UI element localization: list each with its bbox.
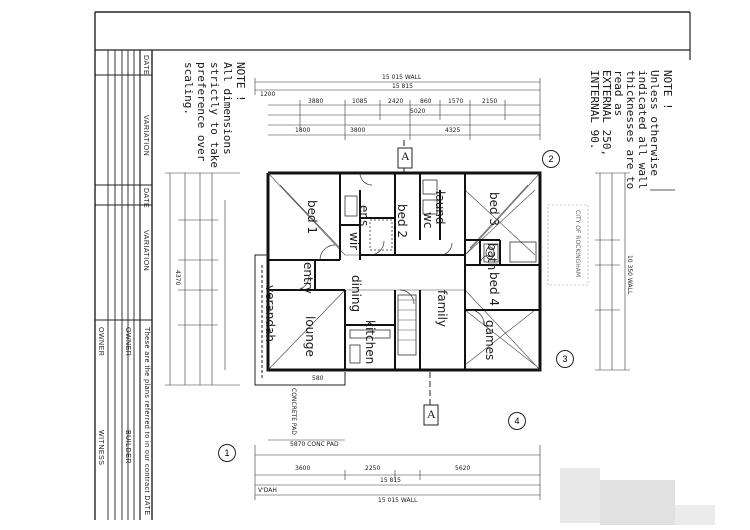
dim-top-row-3: 860 — [420, 98, 432, 105]
left-note-line-3: preference over — [195, 62, 208, 162]
room-label-games: games — [483, 320, 497, 361]
sheet-border — [94, 11, 691, 520]
dim-top-row-2: 2420 — [388, 98, 404, 105]
dim-top-row-0: 3880 — [308, 98, 324, 105]
dimension-lines-left — [165, 172, 240, 386]
dimension-lines-right — [595, 172, 630, 371]
dim-top-row2-2: 4325 — [445, 127, 461, 134]
internal-walls — [268, 173, 540, 370]
section-marker-top: A — [401, 149, 410, 163]
section-cut-lines — [397, 140, 439, 426]
room-label-lounge: lounge — [303, 316, 317, 357]
room-label-kitchen: kitchen — [363, 320, 377, 365]
dim-top-row-1: 1085 — [352, 98, 368, 105]
title-block-witness: WITNESS — [97, 430, 104, 466]
dim-right-overall: 10 350 WALL — [626, 255, 633, 295]
room-label-verandah: verandah — [263, 285, 277, 342]
dimension-lines-top — [254, 78, 541, 140]
dim-top-overall: 15 015 WALL — [382, 74, 422, 81]
dim-bottom-inner: 15 815 — [380, 477, 401, 484]
room-label-bed4: bed 4 — [487, 272, 501, 307]
dim-top-left: 1200 — [260, 91, 276, 98]
room-label-bed2: bed 2 — [395, 204, 409, 239]
right-note-line-3: thicknesses are to — [624, 70, 637, 190]
dim-top-row2-mid: 5020 — [410, 108, 426, 115]
right-note-line-4: read as — [612, 70, 625, 117]
room-label-family: family — [435, 290, 449, 328]
title-block-date-2: DATE — [142, 188, 149, 209]
left-note-line-1: All dimensions — [221, 62, 234, 155]
dim-top-row-4: 1570 — [448, 98, 464, 105]
dim-left-overall: 4370 — [174, 270, 181, 286]
dim-top-inner: 15 815 — [392, 83, 413, 90]
room-label-bed3: bed 3 — [487, 192, 501, 227]
approval-stamp — [547, 204, 589, 286]
dim-top-row2-0: 1800 — [295, 127, 311, 134]
dim-bottom-row-1: 2250 — [365, 465, 381, 472]
title-block-builder: BUILDER — [124, 430, 131, 464]
dim-bottom-row-2: 5620 — [455, 465, 471, 472]
title-block-variation-1: VARIATION — [142, 115, 149, 157]
room-label-dining: dining — [349, 275, 363, 313]
dim-top-row-5: 2150 — [482, 98, 498, 105]
dim-bottom-left: V'DAH — [258, 487, 277, 494]
dim-bottom-row-0: 3600 — [295, 465, 311, 472]
title-block-variation-2: VARIATION — [142, 230, 149, 272]
room-label-ens: ens — [357, 205, 371, 227]
room-label-wir: wir — [347, 232, 361, 251]
room-label-entry: entry — [301, 262, 315, 294]
room-label-wc: wc — [421, 212, 435, 229]
elevation-marker-3: 3 — [556, 350, 574, 368]
room-label-bath: bath — [485, 243, 499, 271]
title-block-contract-note: These are the plans referred to in our c… — [143, 327, 150, 516]
room-label-bed1: bed 1 — [305, 200, 319, 235]
left-note-line-4: scaling. — [182, 62, 195, 115]
elevation-marker-4: 4 — [508, 412, 526, 430]
room-label-laund: laund — [433, 191, 447, 225]
right-note-line-1: Unless otherwise — [648, 70, 661, 176]
right-note-line-6: INTERNAL 90. — [588, 70, 601, 150]
elevation-marker-2: 2 — [542, 150, 560, 168]
right-note-line-5: EXTERNAL 250, — [600, 70, 613, 157]
left-note-heading: NOTE ! — [234, 62, 247, 102]
elevation-marker-1: 1 — [218, 444, 236, 462]
dim-bottom-mid: 580 — [312, 375, 324, 382]
left-note-line-2: strictly to take — [208, 62, 221, 168]
dimension-lines-bottom — [254, 439, 541, 500]
door-swings — [294, 172, 491, 325]
section-marker-bottom: A — [427, 407, 436, 421]
title-block-owner-2: OWNER — [97, 327, 104, 357]
right-note-line-2: indicated all wall — [636, 70, 649, 190]
scan-noise — [560, 468, 715, 525]
dim-bottom-porch: 5870 CONC PAD — [290, 441, 339, 448]
garage-label: CONCRETE PAD — [290, 388, 297, 435]
right-note-heading: NOTE ! — [661, 70, 674, 110]
fixtures — [344, 179, 537, 364]
title-block-owner-1: OWNER — [124, 327, 131, 357]
verandah-outline — [254, 254, 346, 386]
title-block-grid — [95, 50, 153, 520]
bench-hatch — [398, 299, 416, 341]
dim-bottom-overall: 15 015 WALL — [378, 497, 418, 504]
stamp-text: CITY OF ROCKINGHAM — [574, 210, 581, 277]
title-block-date-1: DATE — [142, 55, 149, 76]
dim-top-row2-1: 3800 — [350, 127, 366, 134]
